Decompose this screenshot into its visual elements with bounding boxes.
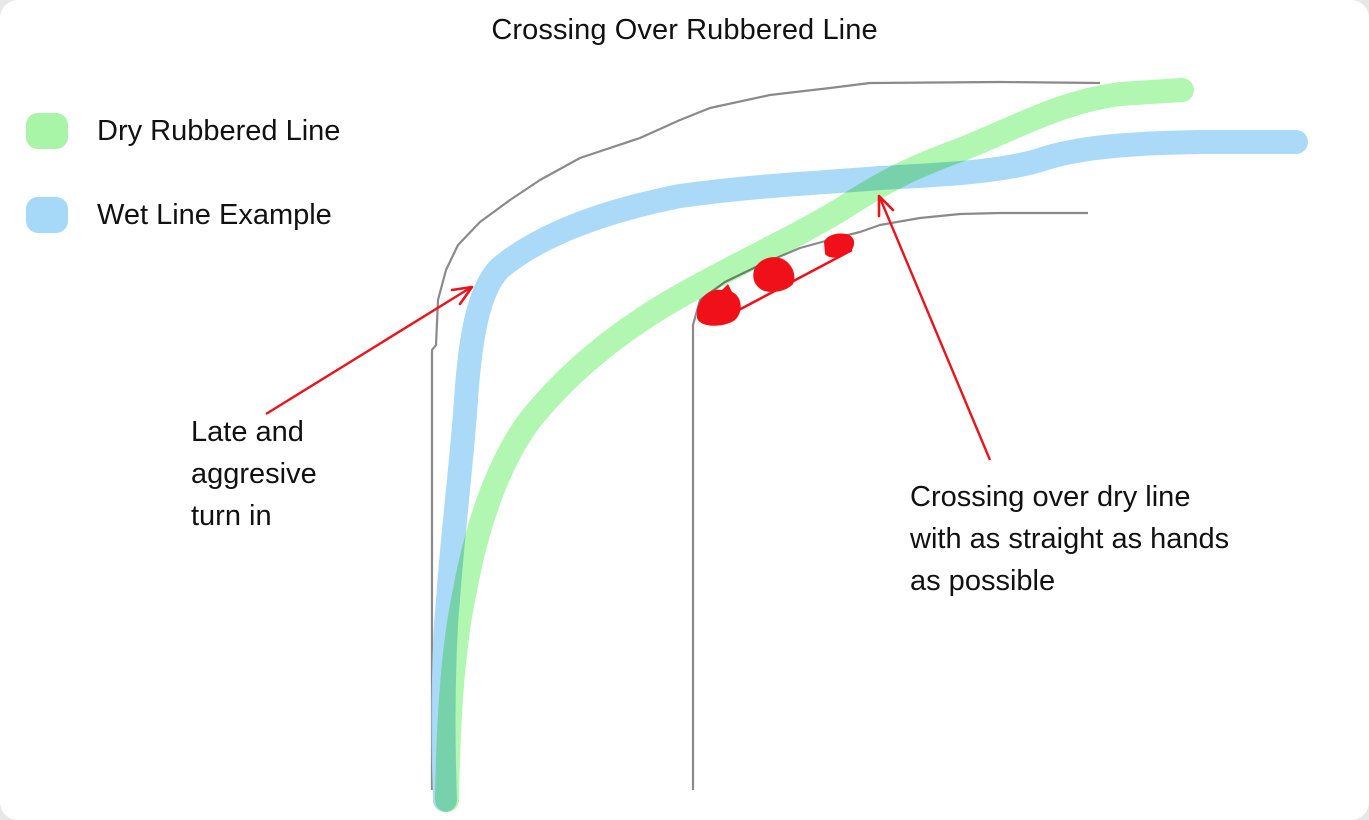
wet-line-swatch-icon <box>26 197 68 233</box>
annotation-late-turn-in: Late and aggresive turn in <box>191 411 391 537</box>
kerb-mark-3 <box>824 233 855 258</box>
annotation-crossing-over: Crossing over dry line with as straight … <box>910 476 1330 602</box>
kerb-mark-2 <box>753 257 795 292</box>
annotation-left-line: Late and <box>191 416 304 448</box>
kerb-underline <box>734 248 853 314</box>
arrow-left <box>265 285 474 416</box>
wet-line-path <box>431 130 1308 812</box>
legend-item-dry: Dry Rubbered Line <box>26 110 340 152</box>
legend: Dry Rubbered Line Wet Line Example <box>26 110 340 278</box>
arrow-left-head <box>450 285 474 306</box>
arrow-right <box>877 194 992 461</box>
annotation-left-line: turn in <box>191 500 272 532</box>
legend-label-wet: Wet Line Example <box>97 198 332 231</box>
dry-line-swatch-icon <box>26 113 68 149</box>
annotation-right-line: with as straight as hands <box>910 523 1230 555</box>
arrow-right-head <box>877 194 895 218</box>
dry-line-path <box>435 78 1194 812</box>
annotation-left-line: aggresive <box>191 458 317 490</box>
legend-item-wet: Wet Line Example <box>26 194 340 236</box>
kerb-mark-1 <box>697 284 741 326</box>
annotation-right-line: as possible <box>910 565 1056 597</box>
legend-label-dry: Dry Rubbered Line <box>97 114 341 147</box>
annotation-right-line: Crossing over dry line <box>910 481 1191 513</box>
diagram-title: Crossing Over Rubbered Line <box>491 14 878 46</box>
